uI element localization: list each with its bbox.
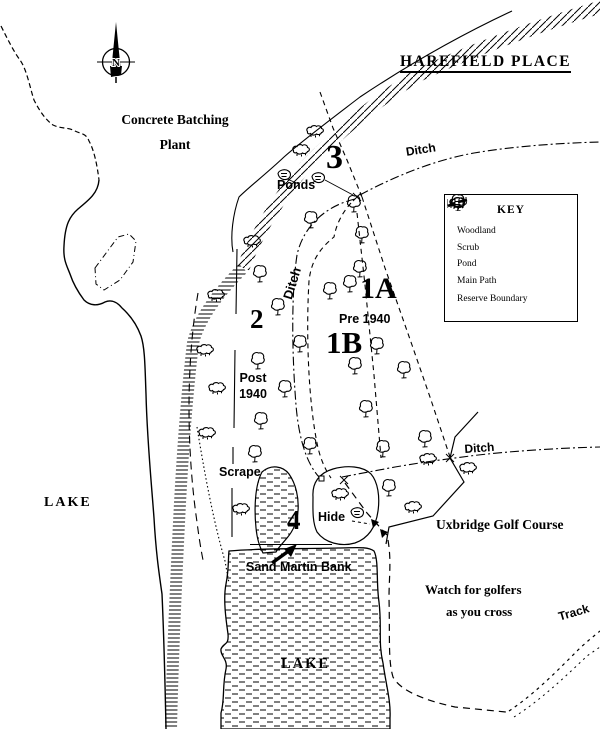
pond-icon bbox=[350, 507, 365, 519]
key-item-label: Woodland bbox=[457, 226, 496, 237]
key-item-label: Pond bbox=[457, 259, 477, 270]
scrape-shape bbox=[254, 466, 299, 554]
sand-martin-bank-arrow bbox=[284, 544, 297, 557]
compass-rose: N bbox=[97, 22, 135, 83]
reserve-boundary-icon bbox=[447, 197, 467, 208]
key-item-label: Reserve Boundary bbox=[457, 293, 528, 304]
woodland-icon bbox=[417, 430, 432, 448]
golf-course-boundary bbox=[385, 411, 479, 545]
woodland-icon bbox=[358, 400, 373, 418]
zone-1a-label: 1A bbox=[360, 272, 397, 305]
ditch-lines bbox=[292, 141, 600, 478]
woodland-icon bbox=[292, 335, 307, 353]
hide-label: Hide bbox=[318, 510, 346, 524]
scrub-icon bbox=[232, 503, 250, 517]
compass-needle bbox=[111, 22, 121, 67]
key-item-label: Scrub bbox=[457, 242, 480, 253]
key-item-label: Main Path bbox=[457, 275, 497, 286]
west-shoreline bbox=[0, 25, 167, 729]
golfers-warning-line1: Watch for golfers bbox=[425, 582, 522, 597]
zone-3-label: 3 bbox=[326, 139, 343, 176]
woodland-icon bbox=[270, 298, 285, 316]
zone-2-label: 2 bbox=[250, 304, 264, 334]
woodland-icon bbox=[250, 352, 265, 370]
woodland-icon bbox=[252, 265, 267, 283]
scrub-icon bbox=[404, 501, 422, 515]
sand-martin-bank-label: Sand Martin Bank bbox=[246, 560, 352, 574]
key-item-pond: Pond bbox=[445, 197, 577, 273]
arrows bbox=[270, 519, 388, 565]
woodland-icon bbox=[322, 282, 337, 300]
map-title: HAREFIELD PLACE bbox=[400, 54, 572, 73]
key-title: KEY bbox=[497, 204, 525, 216]
zone-1b-label: 1B bbox=[326, 325, 363, 360]
compass-north-label: N bbox=[112, 57, 120, 69]
woodland-icon bbox=[347, 357, 362, 375]
zone-boundaries bbox=[307, 91, 451, 479]
woodland-icon bbox=[369, 337, 384, 355]
junction-marks bbox=[339, 192, 455, 485]
woodland-icon bbox=[375, 440, 390, 458]
ditch-east-label: Ditch bbox=[463, 439, 495, 456]
lake-west-label: LAKE bbox=[44, 495, 92, 510]
scrape-label: Scrape bbox=[219, 465, 261, 479]
woodland-icon bbox=[302, 437, 317, 455]
concrete-batching-plant-label-line1: Concrete Batching bbox=[121, 112, 229, 127]
scrub-icon bbox=[208, 382, 226, 396]
scrub-icon bbox=[331, 488, 349, 502]
scrub-icons bbox=[196, 125, 477, 517]
woodland-icon bbox=[396, 361, 411, 379]
golf-course-label: Uxbridge Golf Course bbox=[436, 517, 564, 532]
lake-south-label: LAKE bbox=[281, 656, 331, 672]
hide-area bbox=[312, 466, 380, 546]
woodland-icon bbox=[303, 211, 318, 229]
map-key: KEY Woodland Scrub Pond Main Path Reserv… bbox=[444, 194, 578, 322]
key-item-woodland: Woodland bbox=[445, 195, 577, 240]
key-item-scrub: Scrub bbox=[445, 197, 577, 257]
hide-building bbox=[318, 475, 325, 482]
woodland-icon bbox=[253, 412, 268, 430]
scrub-icon bbox=[459, 462, 477, 476]
key-item-main-path: Main Path bbox=[445, 198, 577, 290]
post-1940-label: Post 1940 bbox=[239, 371, 267, 401]
path-arrow bbox=[371, 519, 379, 528]
woodland-icon bbox=[381, 479, 396, 497]
island-outline bbox=[94, 233, 137, 291]
woodland-icon bbox=[247, 445, 262, 463]
scrub-icon bbox=[419, 453, 437, 467]
ponds-label: Ponds bbox=[277, 178, 316, 192]
pre-1940-label: Pre 1940 bbox=[339, 312, 391, 326]
south-lake bbox=[220, 544, 391, 729]
scrub-icon bbox=[292, 144, 310, 158]
woodland-icon bbox=[342, 275, 357, 293]
zone-4-label: 4 bbox=[287, 505, 301, 535]
key-item-reserve-boundary: Reserve Boundary bbox=[445, 197, 577, 308]
woodland-icon bbox=[277, 380, 292, 398]
woodland-icon bbox=[354, 226, 369, 244]
concrete-batching-plant-label-line2: Plant bbox=[159, 137, 191, 152]
reserve-boundary-band bbox=[165, 0, 600, 729]
scrub-icon bbox=[198, 427, 216, 441]
golfers-warning-line2: as you cross bbox=[446, 604, 513, 619]
path-lines bbox=[188, 248, 600, 718]
path-arrow bbox=[380, 529, 388, 538]
scrub-icon bbox=[196, 344, 214, 358]
